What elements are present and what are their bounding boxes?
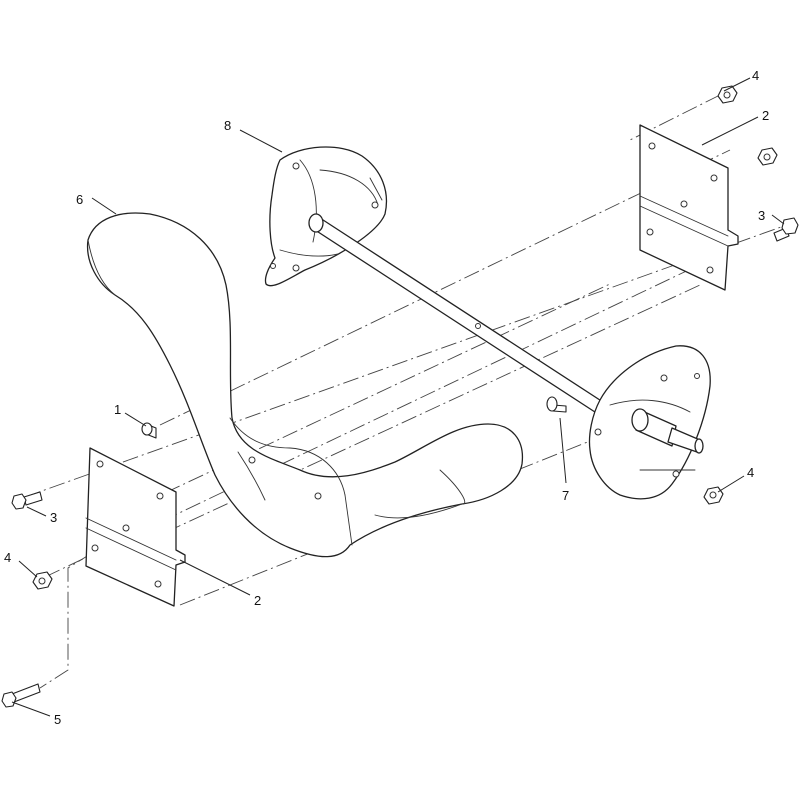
side-plate-lower xyxy=(588,345,711,500)
callout-7: 7 xyxy=(562,488,569,503)
pin-7 xyxy=(546,396,567,413)
callout-2-lower: 2 xyxy=(254,593,261,608)
bolt-right xyxy=(773,217,799,242)
auger-shaft xyxy=(308,213,607,415)
callout-2-upper: 2 xyxy=(762,108,769,123)
callout-8: 8 xyxy=(224,118,231,133)
callout-3-right: 3 xyxy=(758,208,765,223)
nut-left xyxy=(32,571,53,590)
nut-upper-right xyxy=(757,147,778,166)
bracket-lower-left xyxy=(85,447,186,607)
callout-4-top: 4 xyxy=(752,68,759,83)
bolt-left xyxy=(11,491,43,510)
leader-lines xyxy=(11,77,785,717)
bolt-long xyxy=(1,683,41,708)
bracket-upper-right xyxy=(639,124,739,291)
nut-lower-right xyxy=(703,486,724,505)
nut-top-right xyxy=(717,85,738,104)
callout-5: 5 xyxy=(54,712,61,727)
callout-1: 1 xyxy=(114,402,121,417)
side-plate-upper xyxy=(264,146,388,287)
callout-4-left: 4 xyxy=(4,550,11,565)
callout-4-right: 4 xyxy=(747,465,754,480)
spacer-1 xyxy=(141,422,157,439)
callout-3-left: 3 xyxy=(50,510,57,525)
callout-6: 6 xyxy=(76,192,83,207)
callout-labels: 1 2 2 3 3 4 4 4 5 6 7 8 xyxy=(4,68,769,727)
auger-housing xyxy=(86,212,524,558)
